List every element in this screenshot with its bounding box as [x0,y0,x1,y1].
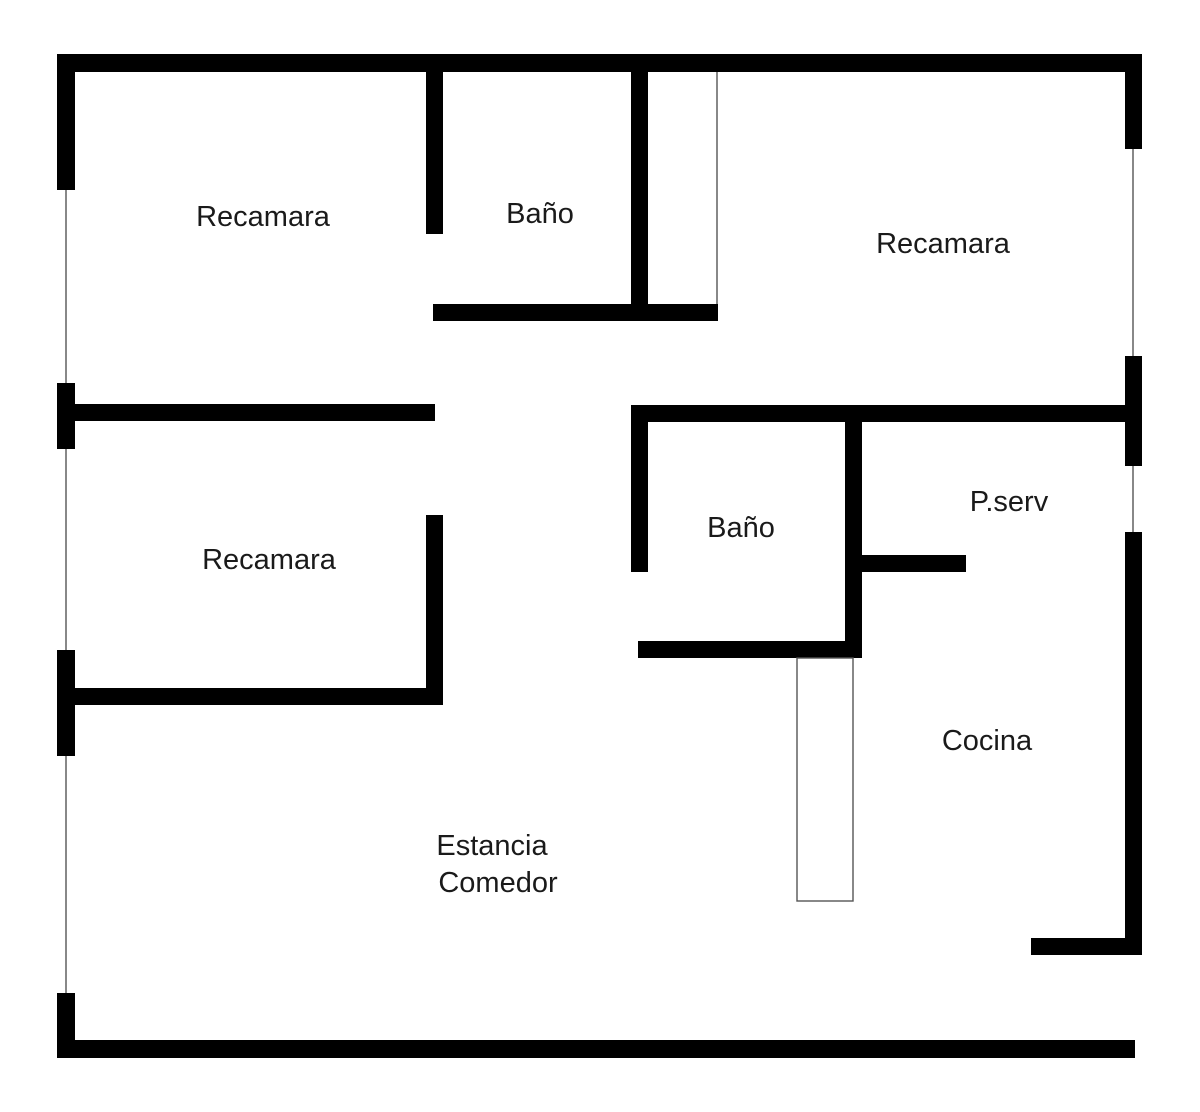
bedroom-bath-divider [426,54,443,234]
top-wall [57,54,1142,72]
bath-closet-divider [631,54,648,320]
bath-bottom-wall [433,304,718,321]
label-kitchen: Cocina [942,725,1033,757]
middle-bedroom-bottom-wall [57,688,443,705]
label-living-line1: Estancia [436,830,548,862]
middle-bedroom-right-wall [426,515,443,705]
label-living-line2: Comedor [438,867,558,899]
kitchen-bottom-wall [1031,938,1142,955]
label-bathroom-top: Baño [506,198,574,230]
label-bedroom-top-right: Recamara [876,228,1011,260]
bottom-wall [57,1040,1135,1058]
bath2-bottom-wall [638,641,862,658]
bath2-left-wall [631,405,648,572]
middle-left-walls [57,404,443,705]
left-wall-segment-1 [57,54,75,190]
middle-bedroom-top-wall [57,404,435,421]
windows [65,149,1134,993]
label-bathroom-middle: Baño [707,512,775,544]
room-labels: Recamara Baño Recamara Recamara Baño P.s… [196,198,1049,899]
right-wall-segment-1 [1125,54,1142,149]
bath2-right-wall [845,405,862,658]
right-wall-segment-3 [1125,532,1142,955]
top-interior-walls [426,54,718,321]
patio-stub-wall [845,555,966,572]
label-bedroom-top-left: Recamara [196,201,331,233]
service-block-top-wall [631,405,1142,422]
label-service-patio: P.serv [970,486,1049,518]
middle-right-walls [631,405,1142,902]
kitchen-counter [796,657,854,902]
label-bedroom-middle-left: Recamara [202,544,337,576]
